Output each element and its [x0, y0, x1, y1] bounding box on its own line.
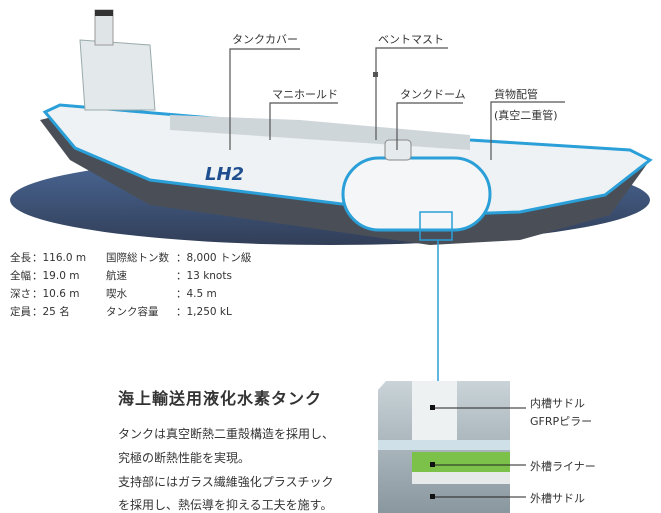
- leader-marker: [373, 72, 378, 77]
- bridge-superstructure: [79, 39, 156, 111]
- section-body-line: 究極の断熱性能を実現。: [118, 451, 251, 465]
- inner-deck: [378, 440, 510, 450]
- label-manifold: マニホールド: [272, 88, 338, 101]
- outer-liner: [412, 452, 510, 472]
- section-title: 海上輸送用液化水素タンク: [118, 389, 323, 408]
- label-cargo-pipe-sub: (真空二重管): [494, 109, 558, 122]
- detail-label-outer-saddle: 外槽サドル: [530, 492, 585, 505]
- label-tank-cover: タンクカバー: [232, 33, 298, 46]
- label-cargo-pipe: 貨物配管: [494, 88, 538, 101]
- label-tank-dome: タンクドーム: [400, 88, 466, 101]
- label-vent-mast: ベントマスト: [378, 33, 444, 46]
- detail-label-outer-liner: 外槽ライナー: [530, 460, 596, 473]
- section-body-line: 支持部にはガラス繊維強化プラスチック: [118, 475, 334, 489]
- detail-label-gfrp-pillar: GFRPピラー: [530, 415, 593, 428]
- funnel-top: [95, 10, 113, 16]
- detail-label-inner-saddle: 内槽サドル: [530, 397, 585, 410]
- hull-logo: LH2: [205, 164, 244, 185]
- leader-lines: [229, 47, 565, 160]
- outer-saddle-plate: [412, 472, 510, 484]
- detail-marker: [419, 211, 453, 241]
- gfrp-pillar: [412, 381, 457, 443]
- cargo-tank: [341, 156, 492, 232]
- section-body-line: タンクは真空断熱二重殻構造を採用し、: [118, 427, 335, 441]
- section-body-line: を採用し、熱伝導を抑える工夫を施す。: [118, 498, 333, 512]
- tank-dome: [384, 139, 412, 161]
